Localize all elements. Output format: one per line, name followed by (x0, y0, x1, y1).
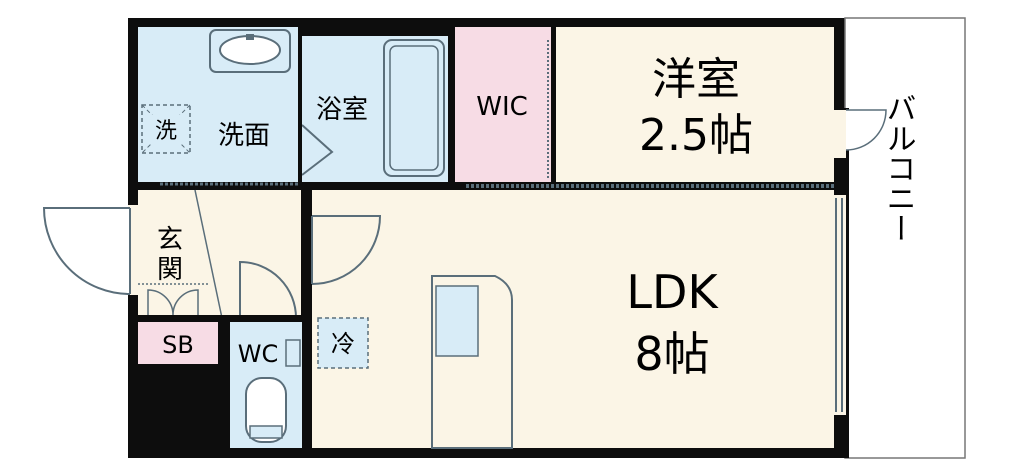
toilet-door-swing (239, 260, 297, 319)
toilet-label: WC (238, 340, 279, 368)
western-room-size: 2.5帖 (639, 110, 753, 161)
bathroom-label: 浴室 (316, 95, 368, 125)
toilet-tank (285, 339, 301, 367)
entrance-door-swing (42, 207, 131, 295)
ldk-name: LDK (626, 265, 719, 319)
shoe-box-label: SB (162, 331, 194, 359)
basin-bowl (219, 35, 281, 65)
entrance-label-bottom: 関 (157, 255, 183, 285)
balcony-label: バルコニー (881, 93, 916, 243)
washing-machine-space (141, 104, 191, 154)
entrance-floor (138, 190, 301, 315)
bath-door (301, 124, 334, 176)
washroom-label: 洗面 (218, 121, 270, 151)
western-room-floor (556, 27, 834, 182)
washing-machine-marker: 洗 (155, 119, 177, 144)
shoe-closet-doors (147, 289, 199, 316)
bathtub (383, 39, 445, 177)
washing-machine-label-bg (150, 115, 182, 143)
ldk-size: 8帖 (634, 327, 709, 381)
kitchen-sink (435, 285, 479, 357)
western-room-name: 洋室 (652, 54, 740, 105)
ldk-door-swing (311, 215, 382, 285)
refrigerator-space (317, 317, 369, 369)
wic-label: WIC (476, 92, 528, 122)
ldk-floor (312, 190, 834, 448)
balcony (844, 17, 966, 459)
shoe-box (138, 322, 218, 364)
wic-floor (455, 27, 551, 182)
balcony-door-swing (845, 109, 887, 151)
entrance-label: 玄関 (0, 0, 2, 1)
entrance-label-top: 玄 (157, 225, 183, 255)
refrigerator-marker: 冷 (331, 330, 355, 358)
